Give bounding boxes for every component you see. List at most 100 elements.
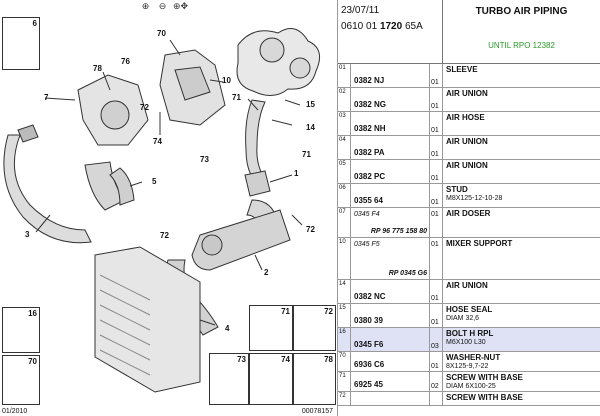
part-description: HOSE SEAL	[446, 305, 493, 314]
part-replacement-ref: RP 96 775 158 80	[370, 228, 427, 235]
part-ref: 6936 C6	[354, 360, 385, 369]
part-ref: 0382 NJ	[354, 76, 385, 85]
part-number: 05	[338, 160, 351, 183]
part-qty: 01	[431, 295, 439, 302]
pan-icon[interactable]: ⊕✥	[173, 1, 189, 11]
callout-2[interactable]: 2	[264, 268, 269, 277]
part-description: SCREW WITH BASE	[446, 393, 523, 402]
callout-10[interactable]: 10	[222, 76, 231, 85]
callout-4[interactable]: 4	[225, 324, 230, 333]
inset-71[interactable]: 71	[249, 305, 293, 351]
callout-72c[interactable]: 72	[160, 231, 169, 240]
part-description: MIXER SUPPORT	[446, 239, 513, 248]
part-spec: M6X100 L30	[446, 339, 486, 346]
part-description: SCREW WITH BASE	[446, 373, 523, 382]
inset-73[interactable]: 73	[209, 353, 249, 405]
part-description: AIR DOSER	[446, 209, 491, 218]
part-number: 03	[338, 112, 351, 135]
part-number: 16	[338, 328, 351, 351]
callout-78[interactable]: 78	[93, 64, 102, 73]
parts-header: 23/07/11 0610 01 1720 65A TURBO AIR PIPI…	[338, 0, 600, 64]
callout-70[interactable]: 70	[157, 29, 166, 38]
part-description: AIR UNION	[446, 89, 488, 98]
part-description: WASHER-NUT	[446, 353, 501, 362]
part-qty: 01	[431, 363, 439, 370]
part-qty: 01	[431, 103, 439, 110]
part-replacement-ref: RP 0345 G6	[388, 270, 427, 277]
part-description: AIR UNION	[446, 281, 488, 290]
part-number: 01	[338, 64, 351, 87]
part-qty: 01	[431, 151, 439, 158]
callout-71[interactable]: 71	[232, 93, 241, 102]
part-ref: 0345 F6	[354, 340, 384, 349]
callout-76[interactable]: 76	[121, 57, 130, 66]
callout-3[interactable]: 3	[25, 230, 30, 239]
callout-71b[interactable]: 71	[302, 150, 311, 159]
part-spec: DIAM 6X100-25	[446, 383, 496, 390]
diagram-toolbar: ⊕ ⊖ ⊕✥	[139, 1, 189, 12]
exploded-diagram[interactable]: ⊕ ⊖ ⊕✥	[0, 0, 338, 416]
part-ref: 6925 45	[354, 380, 383, 389]
part-description: AIR UNION	[446, 161, 488, 170]
inset-6[interactable]: 6	[2, 17, 40, 70]
part-number: 04	[338, 136, 351, 159]
part-number: 72	[338, 392, 351, 405]
part-ref: 0380 39	[354, 316, 383, 325]
inset-70[interactable]: 70	[2, 355, 40, 405]
inset-78[interactable]: 78	[293, 353, 336, 405]
part-description: AIR HOSE	[446, 113, 485, 122]
part-qty: 02	[431, 383, 439, 390]
zoom-in-icon[interactable]: ⊕	[141, 1, 150, 11]
callout-14[interactable]: 14	[306, 123, 315, 132]
inset-74[interactable]: 74	[249, 353, 293, 405]
zoom-out-icon[interactable]: ⊖	[158, 1, 167, 11]
part-number: 02	[338, 88, 351, 111]
callout-72[interactable]: 72	[140, 103, 149, 112]
part-ref: 0355 64	[354, 196, 383, 205]
part-description: STUD	[446, 185, 468, 194]
part-number: 14	[338, 280, 351, 303]
part-qty: 01	[431, 79, 439, 86]
part-alt-ref: 0345 F4	[354, 211, 380, 218]
part-description: SLEEVE	[446, 65, 478, 74]
callout-74[interactable]: 74	[153, 137, 162, 146]
part-spec: M8X125-12-10-28	[446, 195, 503, 202]
part-qty: 01	[431, 127, 439, 134]
part-ref: 0382 NH	[354, 124, 386, 133]
inset-16[interactable]: 16	[2, 307, 40, 353]
part-qty: 01	[431, 319, 439, 326]
part-qty: 01	[431, 175, 439, 182]
callout-5[interactable]: 5	[152, 177, 157, 186]
callout-7[interactable]: 7	[44, 93, 49, 102]
part-ref: 0382 NC	[354, 292, 386, 301]
part-number: 15	[338, 304, 351, 327]
part-qty: 03	[431, 343, 439, 350]
part-spec: DIAM 32,6	[446, 315, 480, 322]
part-description: AIR UNION	[446, 137, 488, 146]
callout-15[interactable]: 15	[306, 100, 315, 109]
callout-1[interactable]: 1	[294, 169, 299, 178]
part-qty: 01	[431, 199, 439, 206]
part-ref: 0382 NG	[354, 100, 387, 109]
part-ref: 0382 PC	[354, 172, 386, 181]
callout-73[interactable]: 73	[200, 155, 209, 164]
part-number: 06	[338, 184, 351, 207]
inset-72[interactable]: 72	[293, 305, 336, 351]
callout-72b[interactable]: 72	[306, 225, 315, 234]
part-ref: 0382 PA	[354, 148, 385, 157]
table-row[interactable]: 72 SCREW WITH BASE	[338, 392, 600, 406]
